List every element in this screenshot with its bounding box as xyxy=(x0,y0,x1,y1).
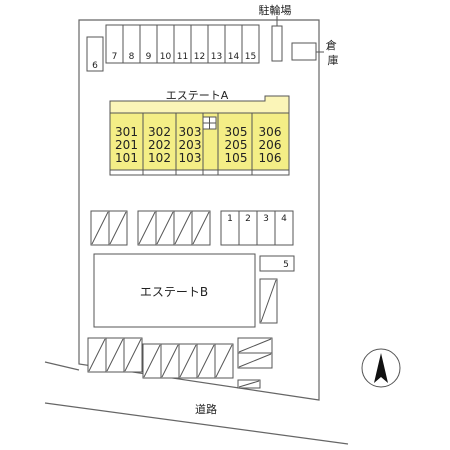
parking-space-label: 9 xyxy=(146,52,152,62)
hatch-line xyxy=(138,211,156,245)
parking-space-label: 3 xyxy=(263,214,269,224)
north-arrow-icon xyxy=(361,348,401,388)
unit-label: 105 xyxy=(225,151,248,165)
parking-row-right: 1 2 3 4 xyxy=(220,210,294,246)
unit-label: 101 xyxy=(115,151,138,165)
parking-space-label: 15 xyxy=(245,52,256,62)
hatch-line xyxy=(109,211,127,245)
parking-space xyxy=(274,210,294,246)
parking-space-label: 7 xyxy=(112,52,118,62)
property-boundary xyxy=(78,19,320,401)
hatch-line xyxy=(238,338,272,353)
hatch-line xyxy=(238,380,260,388)
unit-column: 305 205 105 xyxy=(225,125,248,165)
bicycle-parking xyxy=(271,25,283,62)
road-edge-upper xyxy=(44,361,80,371)
road-label: 道路 xyxy=(195,402,217,416)
storage xyxy=(291,42,317,61)
parking-space-label: 8 xyxy=(129,52,135,62)
unit-label: 303 xyxy=(179,125,202,139)
unit-column: 302 202 102 xyxy=(148,125,171,165)
storage-label: 倉 庫 xyxy=(326,38,341,67)
hatch-line xyxy=(143,344,161,378)
unit-label: 203 xyxy=(179,138,202,152)
parking-horizontal-group xyxy=(237,337,273,389)
building-a: エステートA 301 201 101 302 202 102 303 203 1… xyxy=(109,89,290,176)
parking-space-label: 1 xyxy=(227,214,233,224)
hatch-line xyxy=(179,344,197,378)
north-arrow-pointer xyxy=(374,353,388,383)
unit-label: 201 xyxy=(115,138,138,152)
unit-label: 205 xyxy=(225,138,248,152)
parking-row-top: 6 7 8 9 10 11 12 13 14 15 xyxy=(86,24,260,72)
building-a-base xyxy=(109,169,290,176)
hatch-line xyxy=(106,338,124,372)
hatch-line xyxy=(91,211,109,245)
parking-space xyxy=(86,36,104,72)
parking-space-label: 2 xyxy=(245,214,251,224)
unit-column: 303 203 103 xyxy=(179,125,202,165)
parking-space-label: 11 xyxy=(177,52,188,62)
storage-label-line: 庫 xyxy=(328,53,339,67)
unit-label: 103 xyxy=(179,151,202,165)
hatch-line xyxy=(161,344,179,378)
road-edge-lower xyxy=(44,402,349,445)
unit-label: 301 xyxy=(115,125,138,139)
unit-label: 306 xyxy=(259,125,282,139)
parking-hatched-bottom xyxy=(87,337,234,379)
hatch-line xyxy=(88,338,106,372)
parking-space-label: 13 xyxy=(211,52,222,62)
hatch-line xyxy=(260,279,277,323)
hatch-line xyxy=(215,344,233,378)
bicycle-parking-label: 駐輪場 xyxy=(259,3,292,17)
unit-label: 206 xyxy=(259,138,282,152)
unit-label: 106 xyxy=(259,151,282,165)
parking-space-label: 4 xyxy=(281,214,287,224)
unit-label: 202 xyxy=(148,138,171,152)
parking-space-label: 10 xyxy=(160,52,172,62)
parking-space-label: 12 xyxy=(194,52,205,62)
building-b xyxy=(93,253,256,328)
hatch-line xyxy=(238,353,272,368)
unit-column: 301 201 101 xyxy=(115,125,138,165)
building-a-label: エステートA xyxy=(166,89,229,102)
north-arrow-ring xyxy=(361,348,401,388)
storage-label-line: 倉 xyxy=(326,38,337,52)
parking-space-5 xyxy=(259,255,295,272)
unit-label: 102 xyxy=(148,151,171,165)
hatch-line xyxy=(124,338,142,372)
parking-space-label: 5 xyxy=(283,260,289,270)
hatch-line xyxy=(156,211,174,245)
parking-space-label: 6 xyxy=(92,61,98,71)
unit-label: 305 xyxy=(225,125,248,139)
hatch-line xyxy=(197,344,215,378)
building-b-label: エステートB xyxy=(140,285,208,299)
unit-label: 302 xyxy=(148,125,171,139)
hatch-line xyxy=(192,211,210,245)
parking-hatched-group xyxy=(90,210,211,246)
unit-column: 306 206 106 xyxy=(259,125,282,165)
building-a-body xyxy=(109,112,290,171)
parking-space xyxy=(241,24,260,64)
parking-space-label: 14 xyxy=(228,52,240,62)
hatch-line xyxy=(174,211,192,245)
